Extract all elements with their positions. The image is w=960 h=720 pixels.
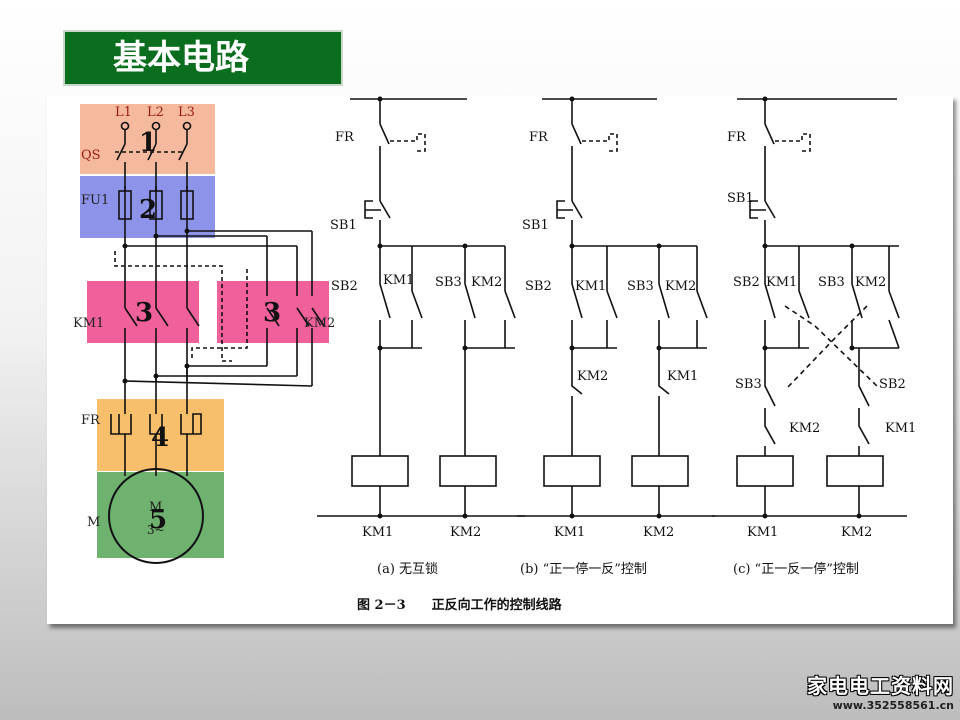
- circuit-b-label: SB2: [525, 279, 552, 294]
- circuit-a-coil-label: KM2: [450, 525, 481, 540]
- region-number: 3: [135, 298, 153, 328]
- circuit-c-label: SB3: [818, 275, 845, 290]
- km2-main-label: KM2: [304, 316, 335, 331]
- fu1-label: FU1: [81, 193, 109, 208]
- circuit-b-label: KM2: [665, 279, 696, 294]
- circuit-c-label: KM1: [885, 421, 916, 436]
- diagram-panel: L1 L2 L3 QS FU1 KM1 KM2 FR M M 3~ 1 2 3 …: [47, 96, 953, 624]
- circuit-c-label: FR: [727, 130, 747, 145]
- region-relay: [97, 399, 224, 471]
- region-number: 5: [149, 505, 167, 535]
- circuit-c-label: SB2: [733, 275, 760, 290]
- circuit-b-label: KM1: [667, 369, 698, 384]
- circuit-a-label: SB2: [331, 279, 358, 294]
- region-number: 3: [263, 298, 281, 328]
- watermark-url: www.352558561.cn: [832, 699, 954, 712]
- circuit-b: [517, 98, 715, 517]
- circuit-a: [317, 98, 525, 517]
- motor-symbol: M: [149, 500, 162, 515]
- caption-c: (c) “正一反一停”控制: [733, 561, 859, 577]
- km1-main-label: KM1: [73, 316, 104, 331]
- circuit-c-coil-label: KM1: [747, 525, 778, 540]
- watermark-name: 家电电工资料网: [807, 674, 954, 698]
- region-number: 1: [139, 128, 157, 158]
- circuit-b-coil-label: KM2: [643, 525, 674, 540]
- phase-label: L1: [115, 105, 132, 120]
- circuit-b-label: FR: [529, 130, 549, 145]
- watermark: 家电电工资料网 www.352558561.cn: [807, 670, 954, 712]
- circuit-c-label: KM1: [766, 275, 797, 290]
- circuit-a-coil-label: KM1: [362, 525, 393, 540]
- circuit-c-label: SB1: [727, 191, 754, 206]
- motor-label: M: [87, 515, 100, 530]
- circuit-b-label: SB3: [627, 279, 654, 294]
- region-switch: [80, 104, 215, 174]
- circuit-diagram: L1 L2 L3 QS FU1 KM1 KM2 FR M M 3~ 1 2 3 …: [73, 96, 916, 613]
- circuit-b-label: KM2: [577, 369, 608, 384]
- circuit-a-label: KM2: [471, 275, 502, 290]
- figure-caption: 图 2－3 正反向工作的控制线路: [357, 597, 563, 613]
- circuit-b-coil-label: KM1: [554, 525, 585, 540]
- circuit-c-label: KM2: [855, 275, 886, 290]
- motor-phase: 3~: [147, 523, 165, 537]
- circuit-a-label: SB3: [435, 275, 462, 290]
- circuit-c-coil-label: KM2: [841, 525, 872, 540]
- region-number: 2: [139, 195, 157, 225]
- region-number: 4: [151, 423, 169, 453]
- circuit-c-label: KM2: [789, 421, 820, 436]
- circuit-c-label: SB3: [735, 377, 762, 392]
- qs-label: QS: [81, 148, 101, 163]
- circuit-c: [712, 98, 907, 517]
- slide-title: 基本电路: [63, 30, 343, 86]
- circuit-a-label: SB1: [330, 218, 357, 233]
- circuit-c-label: SB2: [879, 377, 906, 392]
- phase-label: L2: [147, 105, 164, 120]
- fr-main-label: FR: [81, 413, 101, 428]
- circuit-b-label: KM1: [575, 279, 606, 294]
- phase-label: L3: [178, 105, 195, 120]
- circuit-b-label: SB1: [522, 218, 549, 233]
- caption-b: (b) “正一停一反”控制: [520, 561, 647, 577]
- circuit-a-label: FR: [335, 130, 355, 145]
- region-contactor-right: [217, 281, 329, 343]
- region-contactor-left: [87, 281, 199, 343]
- caption-a: (a) 无互锁: [377, 561, 438, 577]
- circuit-a-label: KM1: [383, 273, 414, 288]
